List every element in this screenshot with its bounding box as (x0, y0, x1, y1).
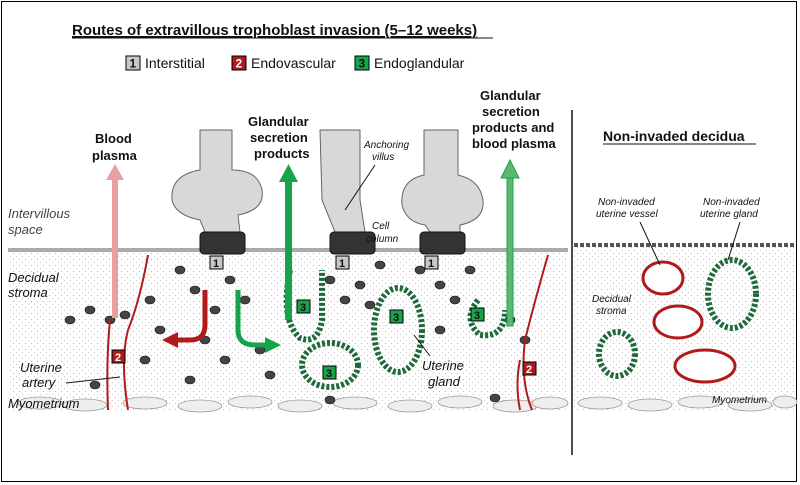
svg-text:2: 2 (115, 352, 121, 364)
arrow-endoglandular-curve (235, 290, 281, 353)
label-ni-decidual: Decidual (592, 294, 632, 305)
label-column: column (366, 234, 399, 245)
svg-text:3: 3 (326, 368, 332, 380)
uterine-artery (106, 254, 549, 411)
arrow-gland-blood (500, 158, 520, 327)
svg-text:3: 3 (474, 310, 480, 322)
svg-text:Endovascular: Endovascular (251, 55, 336, 71)
arrow-glandular-secretion (279, 164, 298, 320)
svg-text:1: 1 (213, 258, 219, 270)
label-cell: Cell (372, 221, 390, 232)
label-glandular: Glandular (248, 114, 309, 129)
marker-1: 1 (335, 255, 350, 270)
noninvaded-glands (596, 257, 759, 379)
label-ni-vessel-1: Non-invaded (598, 197, 655, 208)
svg-text:3: 3 (359, 57, 366, 71)
label-uterine-artery-2: artery (22, 375, 57, 390)
label-secretion: secretion (250, 130, 308, 145)
marker-3: 3 (470, 307, 485, 322)
marker-1: 1 (209, 255, 224, 270)
marker-3: 3 (322, 365, 337, 380)
svg-text:3: 3 (393, 312, 399, 324)
label-uterine-gland-2: gland (428, 374, 461, 389)
marker-2: 2 (522, 361, 537, 376)
svg-text:2: 2 (236, 57, 243, 71)
label-space: space (8, 222, 43, 237)
marker-2: 2 (111, 349, 126, 364)
label-gland-blood-4: blood plasma (472, 136, 557, 151)
label-decidual: Decidual (8, 270, 60, 285)
noninvaded-title: Non-invaded decidua (603, 128, 745, 144)
marker-1: 1 (424, 255, 439, 270)
label-blood: Blood (95, 131, 132, 146)
svg-text:2: 2 (526, 364, 532, 376)
cell-columns (199, 231, 466, 255)
label-ni-stroma: stroma (596, 306, 627, 317)
label-gland-blood-1: Glandular (480, 88, 541, 103)
legend: 1 Interstitial 2 Endovascular 3 Endoglan… (125, 55, 465, 71)
label-gland-blood-3: products and (472, 120, 554, 135)
myometrium-band (17, 395, 569, 413)
legend-item-endoglandular: 3 Endoglandular (354, 55, 465, 71)
label-products: products (254, 146, 310, 161)
route-markers: 1 1 1 2 2 3 3 3 3 (111, 255, 537, 380)
marker-3: 3 (296, 299, 311, 314)
figure-title: Routes of extravillous trophoblast invas… (72, 22, 477, 39)
arrow-blood-plasma (106, 164, 124, 318)
svg-text:3: 3 (300, 302, 306, 314)
label-uterine-artery-1: Uterine (20, 360, 62, 375)
svg-text:Endoglandular: Endoglandular (374, 55, 465, 71)
marker-3: 3 (389, 309, 404, 324)
svg-text:Interstitial: Interstitial (145, 55, 205, 71)
label-uterine-gland-1: Uterine (422, 358, 464, 373)
label-ni-gland-1: Non-invaded (703, 197, 760, 208)
noninvaded-vessels (641, 260, 737, 384)
label-intervillous: Intervillous (8, 206, 71, 221)
label-stroma: stroma (8, 285, 48, 300)
label-ni-gland-2: uterine gland (700, 209, 758, 220)
arrow-endovascular-curve (162, 290, 208, 348)
noninvaded-myometrium (577, 395, 798, 412)
label-villus: villus (372, 152, 394, 163)
label-ni-vessel-2: uterine vessel (596, 209, 658, 220)
legend-item-interstitial: 1 Interstitial (125, 55, 205, 71)
legend-item-endovascular: 2 Endovascular (231, 55, 336, 71)
label-myometrium: Myometrium (8, 396, 80, 411)
svg-text:1: 1 (428, 258, 434, 270)
svg-text:1: 1 (339, 258, 345, 270)
anchoring-villi (171, 129, 484, 233)
label-plasma: plasma (92, 148, 138, 163)
label-anchoring: Anchoring (363, 140, 409, 151)
label-gland-blood-2: secretion (482, 104, 540, 119)
label-ni-myometrium: Myometrium (712, 395, 767, 406)
svg-text:1: 1 (130, 57, 137, 71)
